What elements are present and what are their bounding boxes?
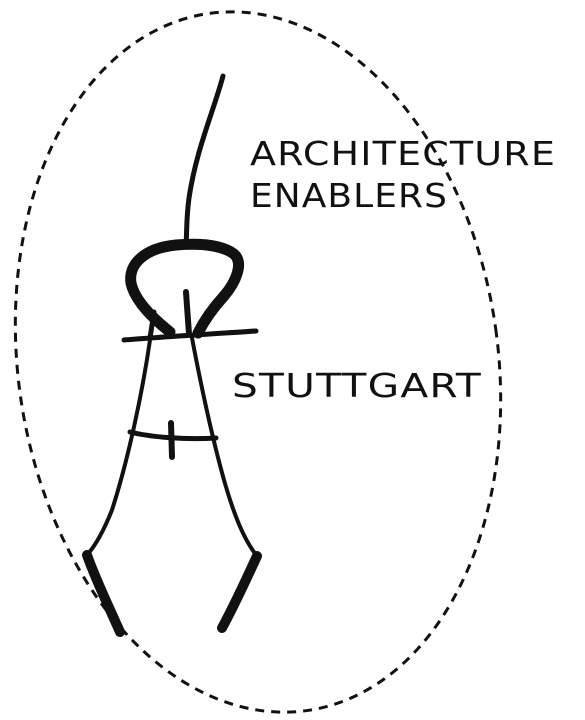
compass-icon <box>82 73 262 637</box>
compass-upper-crossbar <box>121 328 259 343</box>
compass-head-tick-left <box>147 309 157 341</box>
compass-left-leg <box>85 338 152 557</box>
compass-right-foot <box>217 551 262 633</box>
compass-needle <box>183 73 226 246</box>
logo-title-line1: ARCHITECTURE <box>250 134 556 173</box>
compass-left-foot <box>82 550 125 637</box>
compass-lower-tick <box>168 420 175 460</box>
dashed-ellipse-border <box>13 10 503 714</box>
logo-city: STUTTGART <box>232 366 482 405</box>
compass-head <box>125 238 244 339</box>
logo-title-line2: ENABLERS <box>250 176 448 215</box>
compass-right-leg <box>190 336 259 558</box>
compass-head-tick-right <box>183 289 192 337</box>
